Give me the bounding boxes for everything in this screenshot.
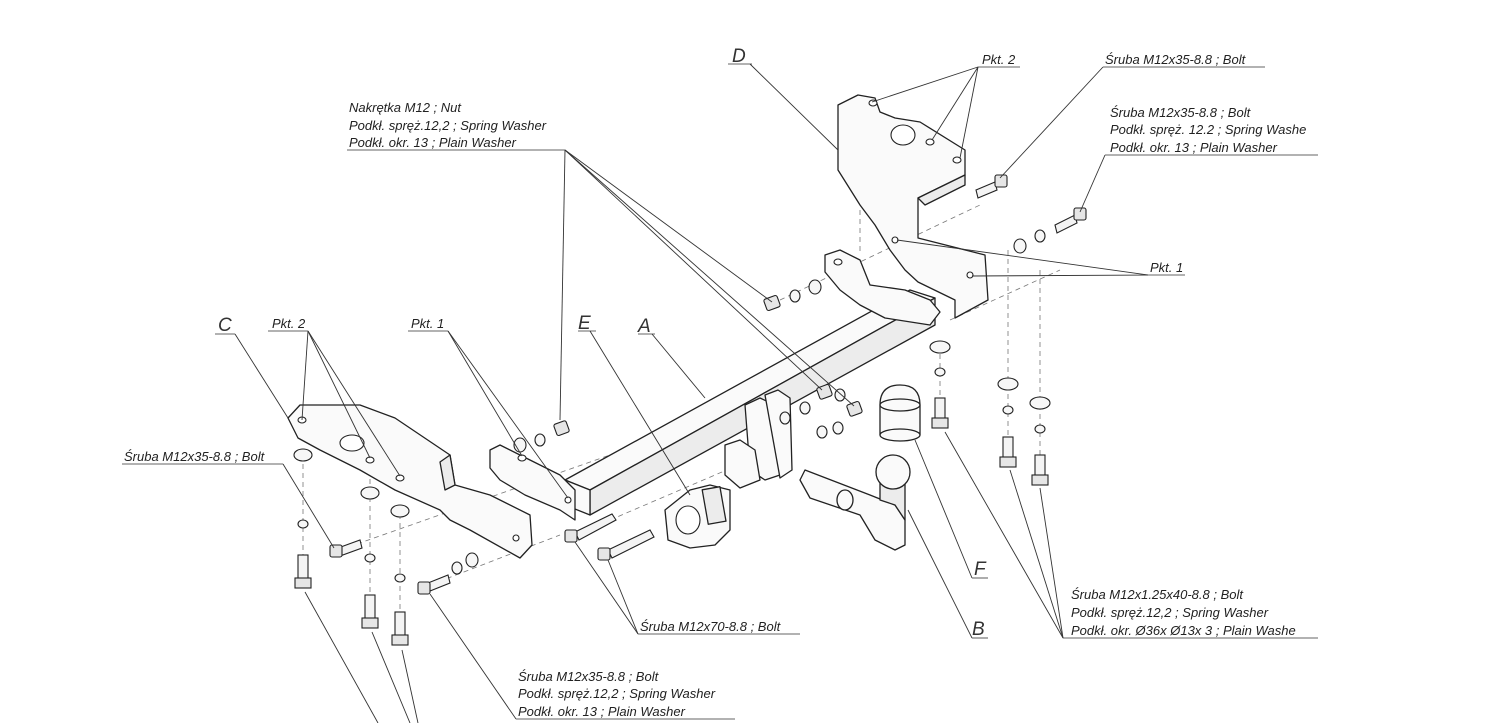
callout-nut-line-3: Podkł. okr. 13 ; Plain Washer	[349, 135, 517, 150]
left-vertical-bolts	[294, 554, 409, 646]
callout-bolt-group-bottom-line-1: Śruba M12x35-8.8 ; Bolt	[518, 669, 660, 684]
callout-bolt-group-bottom-line-3: Podkł. okr. 13 ; Plain Washer	[518, 704, 686, 719]
callout-nut-line-1: Nakrętka M12 ; Nut	[349, 100, 462, 115]
label-d: D	[732, 46, 746, 67]
callout-bolt-group-m125-line-3: Podkł. okr. Ø36x Ø13x 3 ; Plain Washe	[1071, 623, 1296, 638]
right-vertical-bolts	[931, 397, 1049, 486]
label-c: C	[218, 315, 232, 336]
long-bolt-1	[564, 513, 617, 543]
nut-set-center	[779, 383, 863, 439]
callout-pkt1-right: Pkt. 1	[1150, 260, 1183, 275]
bracket-c	[287, 404, 533, 559]
fasteners	[293, 174, 1087, 646]
long-bolt-2	[597, 529, 655, 561]
label-b: B	[972, 619, 985, 640]
callout-bolt-group-m125-line-2: Podkł. spręż.12,2 ; Spring Washer	[1071, 605, 1269, 620]
nut-set-middle	[513, 420, 570, 453]
part-letters: D C E A F B	[218, 46, 987, 640]
leader-lines	[122, 63, 1318, 723]
callout-bolt-m70: Śruba M12x70-8.8 ; Bolt	[640, 619, 782, 634]
left-washers	[293, 448, 410, 583]
label-e: E	[578, 313, 591, 334]
callout-pkt2-top: Pkt. 2	[982, 52, 1016, 67]
callout-bolt-group-m125-line-1: Śruba M12x1.25x40-8.8 ; Bolt	[1071, 587, 1244, 602]
towball-b	[799, 454, 911, 551]
bracket-d	[837, 94, 989, 319]
callout-bolt-left: Śruba M12x35-8.8 ; Bolt	[124, 449, 266, 464]
callout-bolt-top-right: Śruba M12x35-8.8 ; Bolt	[1105, 52, 1247, 67]
ball-cover-f	[879, 384, 921, 442]
callout-pkt1-left: Pkt. 1	[411, 316, 444, 331]
callout-pkt2-left: Pkt. 2	[272, 316, 306, 331]
callout-bolt-group-right-line-2: Podkł. spręż. 12.2 ; Spring Washe	[1110, 122, 1306, 137]
label-a: A	[637, 316, 651, 337]
callout-texts: Nakrętka M12 ; Nut Podkł. spręż.12,2 ; S…	[124, 52, 1306, 719]
callout-nut-line-2: Podkł. spręż.12,2 ; Spring Washer	[349, 118, 547, 133]
callout-bolt-group-bottom-line-2: Podkł. spręż.12,2 ; Spring Washer	[518, 686, 716, 701]
right-top-bolts	[975, 174, 1087, 254]
main-beam-a	[489, 249, 941, 521]
socket-plate-e	[664, 484, 731, 549]
right-washers	[929, 340, 1051, 434]
callout-bolt-group-right-line-1: Śruba M12x35-8.8 ; Bolt	[1110, 105, 1252, 120]
nut-set-upper	[763, 279, 822, 312]
label-f: F	[974, 559, 987, 580]
callout-bolt-group-right-line-3: Podkł. okr. 13 ; Plain Washer	[1110, 140, 1278, 155]
left-horizontal-bolts	[329, 539, 479, 595]
